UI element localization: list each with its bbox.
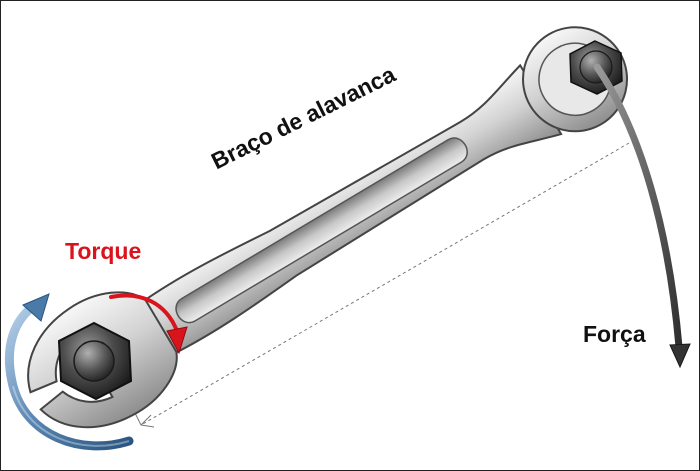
curved-torque-arrow-icon <box>109 293 188 355</box>
hex-nut-icon <box>57 321 133 401</box>
downward-force-arrow-icon <box>593 63 691 369</box>
force-label: Força <box>583 321 646 347</box>
curved-rotation-arrow-icon <box>5 293 134 451</box>
torque-label: Torque <box>65 238 142 264</box>
